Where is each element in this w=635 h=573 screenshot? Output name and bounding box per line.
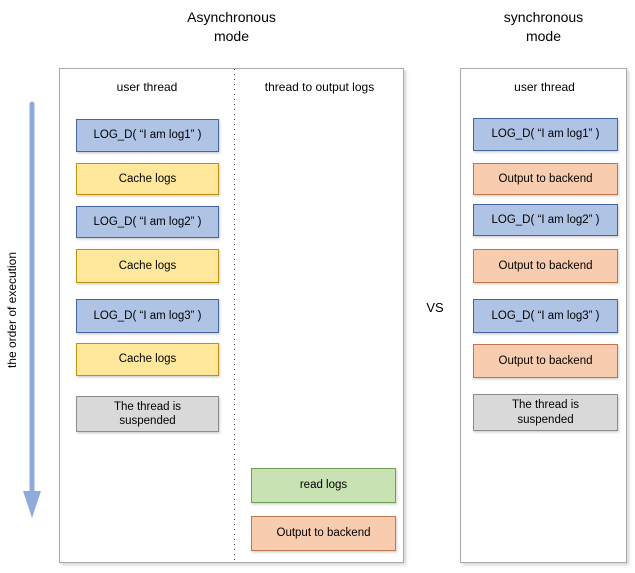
cache-logs-box: Cache logs (76, 343, 219, 376)
down-arrow-icon (23, 101, 41, 518)
output-backend-box: Output to backend (473, 249, 618, 283)
sync-user-thread-header: user thread (514, 80, 575, 94)
log-call-box: LOG_D( “I am log1” ) (76, 119, 219, 152)
vs-label: VS (426, 300, 444, 315)
output-backend-box: Output to backend (473, 344, 618, 378)
log-call-box: LOG_D( “I am log3” ) (473, 299, 618, 333)
thread-suspended-box: The thread is suspended (473, 394, 618, 431)
log-call-box: LOG_D( “I am log3” ) (76, 299, 219, 333)
async-user-thread-header: user thread (116, 80, 178, 94)
async-output-thread-header: thread to output logs (264, 80, 375, 94)
sync-panel: user thread LOG_D( “I am log1” ) Output … (460, 68, 627, 563)
thread-divider-dotted-line (234, 69, 235, 562)
thread-suspended-box: The thread is suspended (76, 396, 219, 432)
output-backend-box: Output to backend (251, 516, 396, 551)
execution-order-label: the order of execution (5, 251, 19, 369)
async-mode-title: Asynchronous mode (187, 9, 276, 44)
log-call-box: LOG_D( “I am log2” ) (76, 206, 219, 238)
cache-logs-box: Cache logs (76, 163, 219, 195)
log-call-box: LOG_D( “I am log1” ) (473, 118, 618, 151)
async-panel: user thread thread to output logs LOG_D(… (59, 68, 404, 563)
output-backend-box: Output to backend (473, 163, 618, 195)
cache-logs-box: Cache logs (76, 249, 219, 283)
read-logs-box: read logs (251, 468, 396, 503)
sync-mode-title: synchronous mode (503, 9, 584, 44)
log-call-box: LOG_D( “I am log2” ) (473, 204, 618, 236)
